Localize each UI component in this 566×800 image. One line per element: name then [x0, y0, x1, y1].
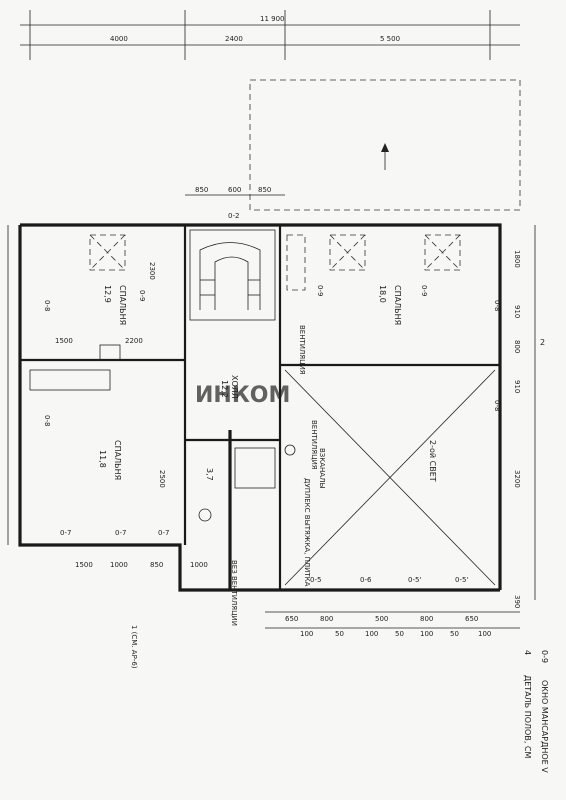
room-name-3: СПАЛЬНЯ	[113, 440, 122, 480]
note-3: ВЗКАНАЛЫ	[318, 448, 326, 489]
left-dim-6: 850	[150, 561, 163, 569]
top-dimension-chain: 11 900 4000 2400 5 500	[20, 10, 520, 60]
staircase	[189, 229, 276, 321]
note-6: 1 (СМ. АР-6)	[130, 625, 138, 669]
window-mark-0-2: 0-2	[228, 212, 239, 220]
dim-seg-2: 2400	[225, 35, 243, 43]
window-mark-0-8-a: 0-8	[43, 300, 51, 311]
stair-dim-a: 850	[195, 186, 208, 194]
right-dim-3: 800	[513, 340, 521, 353]
arrow-head-icon	[381, 143, 389, 152]
window-mark-0-5-a: 0-5	[310, 576, 321, 584]
right-dim-1: 1800	[513, 250, 521, 268]
bottom-dimensions: 650 800 500 800 650 100 50 100 50 100 50…	[265, 611, 520, 638]
window-mark-0-6: 0-6	[360, 576, 372, 584]
room-labels: СПАЛЬНЯ 12,9 СПАЛЬНЯ 18,0 СПАЛЬНЯ 11,8 2…	[98, 285, 437, 482]
window-mark-0-9-b: 0-9	[316, 285, 324, 296]
stair-dim-b: 600	[228, 186, 241, 194]
bottom-dim-7: 50	[335, 630, 344, 638]
window-mark-0-8-d: 0-8	[493, 400, 501, 411]
legend: 0-9 ОКНО МАНСАРДНОЕ V 4 ДЕТАЛЬ ПОЛОВ, СМ	[523, 650, 549, 773]
legend-code-2: 4	[523, 650, 532, 655]
note-2: ВЕНТИЛЯЦИЯ	[310, 420, 318, 470]
left-dim-2: 2200	[125, 337, 143, 345]
bottom-dim-8: 100	[365, 630, 378, 638]
window-mark-0-9-c: 0-9	[420, 285, 428, 296]
outer-walls	[18, 223, 502, 592]
second-light-void	[284, 369, 496, 586]
bottom-dim-5: 650	[465, 615, 478, 623]
window-mark-0-9-a: 0-9	[138, 290, 146, 301]
legend-text-1: ОКНО МАНСАРДНОЕ V	[540, 680, 549, 773]
window-mark-0-8-c: 0-8	[493, 300, 501, 311]
bottom-dim-12: 100	[478, 630, 491, 638]
note-1: ВЕНТИЛЯЦИЯ	[298, 325, 306, 375]
bottom-dim-11: 50	[450, 630, 459, 638]
room-name-5: ХОЛЛ	[230, 375, 239, 399]
window-marks: 0-2 0-8 0-8 0-8 0-8 0-9 0-9 0-9 0-7 0-7 …	[43, 212, 501, 584]
left-dim-8: 1000	[190, 561, 208, 569]
right-dim-6: 390	[513, 595, 521, 608]
bathroom-fixtures	[29, 344, 296, 522]
window-mark-0-7-c: 0-7	[158, 529, 169, 537]
dim-seg-1: 4000	[110, 35, 128, 43]
bottom-dim-6: 100	[300, 630, 313, 638]
roof-windows	[89, 234, 461, 291]
bottom-dim-2: 800	[320, 615, 333, 623]
legend-code-1: 0-9	[540, 650, 549, 663]
dim-total: 11 900	[260, 15, 285, 23]
window-mark-0-7-a: 0-7	[60, 529, 71, 537]
right-dim-5: 3200	[513, 470, 521, 488]
window-mark-0-5-b: 0-5'	[408, 576, 421, 584]
left-dim-4: 2500	[158, 470, 166, 488]
stair-dimensions: 850 600 850	[185, 186, 285, 196]
note-4: ДУПЛЕКС ВЫТЯЖКА, ПЛИТКА	[303, 478, 311, 587]
room-name-4: 2-ой СВЕТ	[428, 440, 437, 482]
left-dimensions: 1500 2200 2300 2500 1500 850 1000 1000	[7, 225, 208, 569]
notes: ВЕНТИЛЯЦИЯ ВЕНТИЛЯЦИЯ ВЗКАНАЛЫ ДУПЛЕКС В…	[130, 325, 326, 669]
room-name-1: СПАЛЬНЯ	[118, 285, 127, 325]
bottom-dim-9: 50	[395, 630, 404, 638]
room-area-5: 12,2	[220, 380, 229, 398]
room-area-6: 3,7	[205, 468, 214, 481]
room-area-3: 11,8	[98, 450, 107, 468]
right-dim-4: 910	[513, 380, 521, 393]
right-dimensions: 1800 910 800 910 3200 390 2	[513, 225, 545, 608]
room-area-1: 12,9	[103, 285, 112, 303]
bottom-dim-10: 100	[420, 630, 433, 638]
watermark-logo: ИНКОМ	[195, 383, 290, 408]
section-mark: 2	[540, 338, 545, 347]
room-name-2: СПАЛЬНЯ	[393, 285, 402, 325]
dim-seg-3: 5 500	[380, 35, 400, 43]
left-dim-5: 1500	[75, 561, 93, 569]
left-dim-7: 1000	[110, 561, 128, 569]
window-mark-0-5-c: 0-5'	[455, 576, 468, 584]
room-area-2: 18,0	[378, 285, 387, 303]
stair-dim-c: 850	[258, 186, 271, 194]
bottom-dim-3: 500	[375, 615, 388, 623]
bottom-dim-1: 650	[285, 615, 298, 623]
bottom-dim-4: 800	[420, 615, 433, 623]
window-mark-0-7-b: 0-7	[115, 529, 126, 537]
note-5: ВЕЗ ВЕНТИЛЯЦИИ	[230, 560, 238, 626]
terrace-outline	[249, 79, 521, 211]
window-mark-0-8-b: 0-8	[43, 415, 51, 426]
legend-text-2: ДЕТАЛЬ ПОЛОВ, СМ	[523, 675, 532, 758]
left-dim-1: 1500	[55, 337, 73, 345]
right-dim-2: 910	[513, 305, 521, 318]
left-dim-3: 2300	[148, 262, 156, 280]
